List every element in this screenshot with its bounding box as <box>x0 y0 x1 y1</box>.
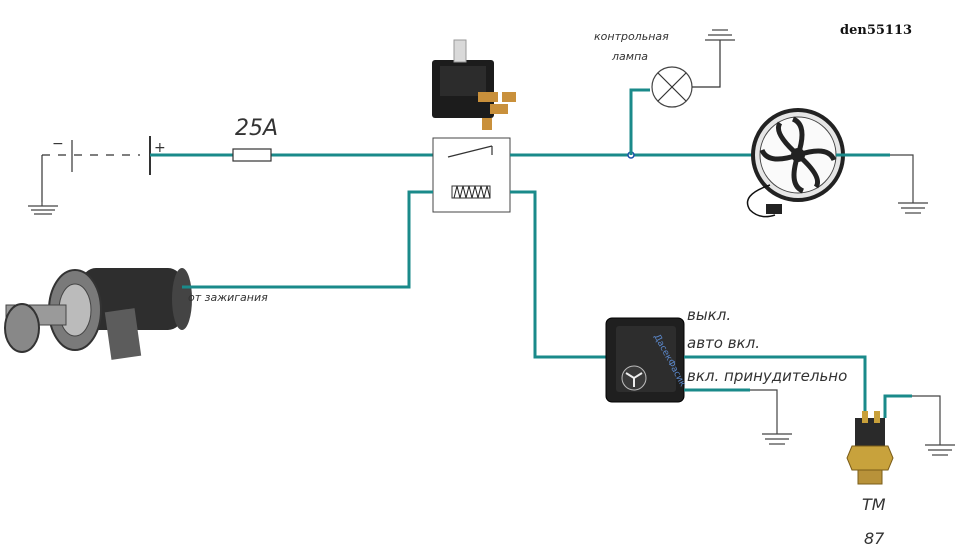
fuse-label: 25A <box>235 116 278 141</box>
relay-schematic <box>432 137 511 213</box>
lamp-label-line2: лампа <box>611 50 648 63</box>
ground-symbol-lamp <box>705 29 735 41</box>
fan-photo <box>746 108 845 218</box>
ignition-label: от зажигания <box>188 291 268 304</box>
ground-symbol-switch <box>762 433 792 445</box>
ground-symbol-battery <box>28 202 58 215</box>
ignition-lock-photo <box>4 268 192 360</box>
sensor-label-line2: 87 <box>864 529 885 548</box>
sensor-label-line1: ТМ <box>862 495 886 514</box>
switch-position-forced: вкл. принудительно <box>687 367 847 385</box>
battery-minus-label: − <box>52 136 64 152</box>
fuse: 25A <box>232 116 278 162</box>
wire-switch-sensor <box>684 355 867 418</box>
wire-sensor-ground <box>883 394 912 418</box>
battery-plus-label: + <box>154 140 166 156</box>
fan-mode-switch: ДасекФасик <box>605 317 688 403</box>
author-tag: den55113 <box>840 23 912 38</box>
relay-photo <box>432 39 516 130</box>
temperature-sensor-photo <box>846 411 894 485</box>
ground-symbol-fan <box>898 202 928 214</box>
switch-position-auto: авто вкл. <box>687 334 760 352</box>
wire-ignition-relay <box>182 190 433 289</box>
wire-relay-switch <box>510 190 612 359</box>
wire-lamp <box>629 88 650 155</box>
relay-coil <box>451 185 491 199</box>
control-lamp <box>651 40 721 108</box>
ground-symbol-sensor <box>925 444 955 456</box>
switch-position-off: выкл. <box>687 306 731 324</box>
battery: − + <box>41 136 166 202</box>
lamp-label-line1: контрольная <box>594 30 669 43</box>
